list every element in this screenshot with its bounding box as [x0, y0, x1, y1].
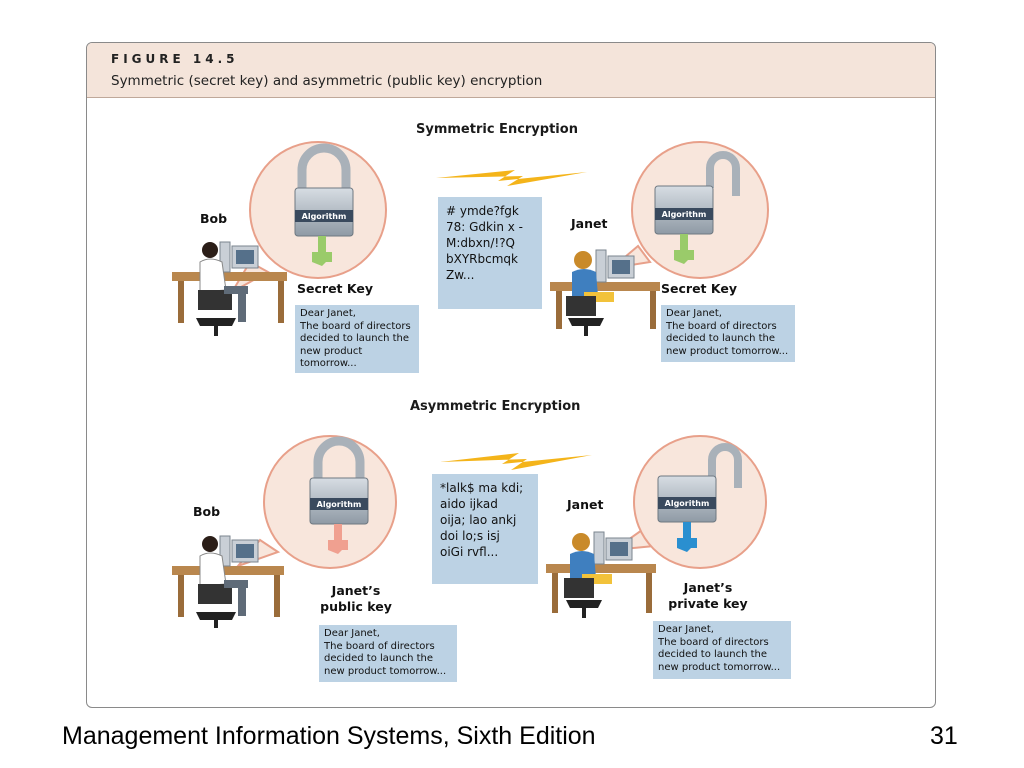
lightning-icon: [440, 453, 592, 470]
footer-title: Management Information Systems, Sixth Ed…: [62, 722, 596, 750]
figure-number: FIGURE 14.5: [111, 52, 239, 66]
plaintext-message-box: Dear Janet, The board of directors decid…: [661, 305, 795, 362]
padlock-open-icon: [657, 443, 742, 523]
padlock-open-icon: [654, 151, 740, 235]
private-key-icon: [677, 522, 697, 552]
sender-name: Bob: [200, 211, 228, 226]
ciphertext-box: # ymde?fgk 78: Gdkin x - M:dbxn/!?Q bXYR…: [438, 197, 542, 309]
secret-key-icon: [312, 236, 332, 266]
lock-label: Algorithm: [662, 210, 707, 219]
plaintext-message-box: Dear Janet, The board of directors decid…: [653, 621, 791, 679]
sender-key-label: Secret Key: [297, 281, 373, 296]
receiver-name: Janet: [571, 216, 608, 231]
janet-workstation-icon: [550, 249, 660, 336]
lock-label: Algorithm: [317, 500, 362, 509]
lock-label: Algorithm: [302, 212, 347, 221]
lock-label: Algorithm: [665, 499, 710, 508]
padlock-closed-icon: [294, 143, 354, 237]
figure-caption: Symmetric (secret key) and asymmetric (p…: [111, 73, 543, 89]
padlock-closed-icon: [309, 436, 369, 525]
plaintext-message-box: Dear Janet, The board of directors decid…: [319, 625, 457, 682]
page-number: 31: [930, 722, 958, 750]
bob-workstation-icon: [172, 241, 287, 336]
plaintext-message-box: Dear Janet, The board of directors decid…: [295, 305, 419, 373]
symmetric-title: Symmetric Encryption: [416, 122, 578, 137]
ciphertext-box: *lalk$ ma kdi; aido ijkad oija; lao ankj…: [432, 474, 538, 584]
secret-key-icon: [674, 234, 694, 264]
bob-workstation-icon: [172, 535, 284, 628]
asymmetric-title: Asymmetric Encryption: [410, 399, 581, 414]
janet-workstation-icon: [546, 531, 656, 618]
public-key-icon: [328, 524, 348, 554]
receiver-key-label: Secret Key: [661, 281, 737, 296]
figure-header: FIGURE 14.5 Symmetric (secret key) and a…: [87, 43, 935, 98]
sender-name: Bob: [193, 504, 221, 519]
private-key-label: Janet’s private key: [668, 580, 748, 611]
receiver-name: Janet: [567, 497, 604, 512]
public-key-label: Janet’s public key: [320, 583, 392, 614]
lightning-icon: [436, 170, 587, 186]
